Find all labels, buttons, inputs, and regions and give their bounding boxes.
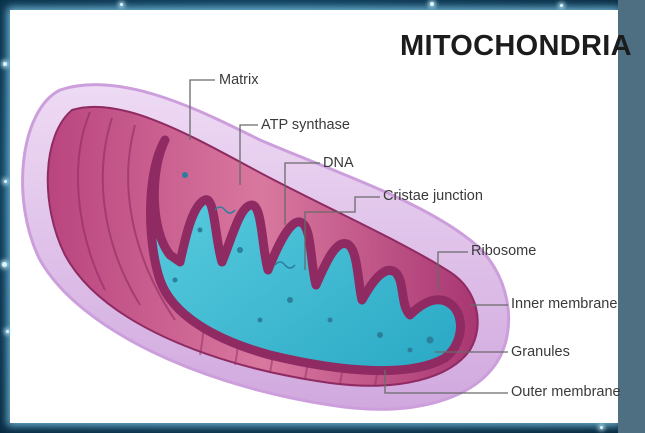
label-atp-synthase: ATP synthase [261, 117, 350, 133]
label-ribosome: Ribosome [471, 243, 536, 259]
diagram-title: MITOCHONDRIA [400, 30, 632, 63]
label-granules: Granules [511, 344, 570, 360]
label-matrix: Matrix [219, 72, 258, 88]
label-outer-membrane: Outer membrane [511, 384, 621, 400]
label-dna: DNA [323, 155, 354, 171]
label-inner-membrane: Inner membrane [511, 296, 617, 312]
label-cristae-junction: Cristae junction [383, 188, 483, 204]
